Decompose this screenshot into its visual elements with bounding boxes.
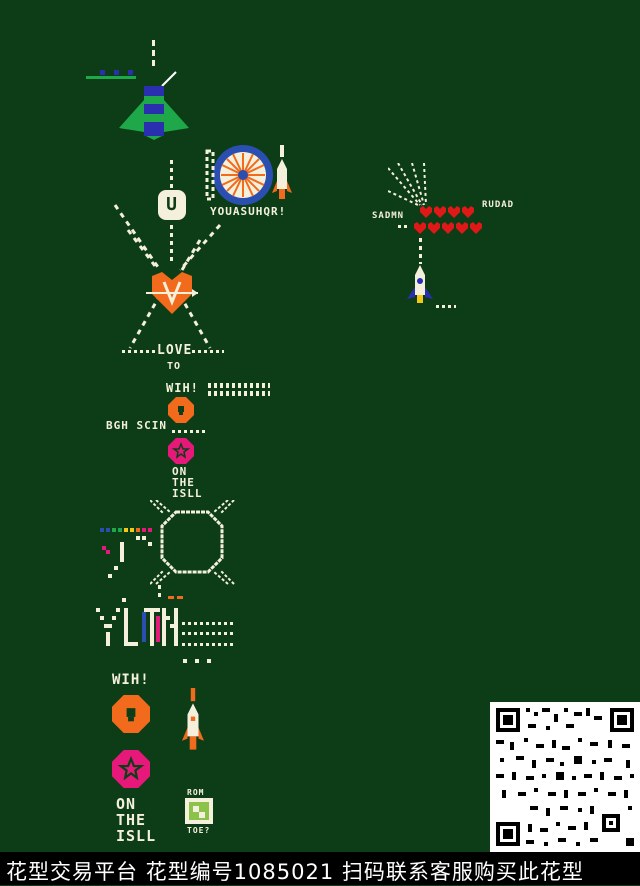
the-text: THE [172,476,195,489]
octagon-outline-icon [150,500,235,585]
dashed-line [172,430,207,433]
u-badge-icon: U [158,190,186,220]
ray-lines [113,204,222,349]
hearts-icon [414,206,482,234]
dashed-line [158,585,161,599]
rocket-icon [182,688,204,750]
on-text: ON [172,465,188,478]
orange-dash [168,596,186,599]
sunburst-icon [205,145,273,205]
isll-text: ISLL [172,487,203,500]
dotted-bar [208,383,270,388]
qr-code[interactable] [490,702,640,852]
orange-flower-icon [168,397,194,423]
wih-text-1: WIH! [166,381,199,395]
love-text: LOVE [157,343,193,358]
dashed-line [182,643,234,646]
pixel-letters [96,608,178,646]
footer-bar: 花型交易平台 花型编号1085021 扫码联系客服购买此花型 [0,852,640,885]
on-the-isll-block-1: ON THE ISLL [172,466,203,499]
rom-text: ROM [187,788,205,797]
dashed-line [398,225,410,228]
qr-pattern-icon [490,702,640,852]
dots [183,659,218,663]
wih-text-2: WIH! [112,672,150,688]
to-text: TO [167,361,182,372]
white-rocket-icon [407,265,433,303]
on-text: ON [116,795,137,813]
dashed-line [182,632,234,635]
dashed-line [192,350,224,353]
pixel-bug-icon [86,40,189,140]
rocket-icon [272,145,292,199]
footer-text: 花型交易平台 花型编号1085021 扫码联系客服购买此花型 [6,860,584,884]
dotted-bar [208,391,270,396]
colour-dots [100,528,152,578]
badge-letter: U [166,194,178,215]
cartridge-icon [185,798,213,824]
dashed-line [419,238,422,264]
the-text: THE [116,811,147,829]
sadmn-text: SADMN [372,211,405,221]
magenta-star-icon [112,750,150,788]
isll-text: ISLL [116,827,157,845]
ray-lines [388,163,427,206]
bgh-scin-text: BGH SCIN [106,419,167,432]
magenta-star-icon [168,438,194,464]
dot-small [122,598,126,602]
youasuhqr-text: YOUASUHQR! [210,205,287,218]
dashed-line [170,160,173,188]
heart-arrow-icon [146,272,198,314]
dashed-line [170,225,173,265]
dashed-line [122,350,158,353]
dots [436,305,456,308]
orange-flower-icon [112,695,150,733]
on-the-isll-block-2: ON THE ISLL [116,796,156,844]
rudad-text: RUDAD [482,200,515,210]
dashed-line [182,622,234,625]
toe-text: TOE? [187,826,211,835]
